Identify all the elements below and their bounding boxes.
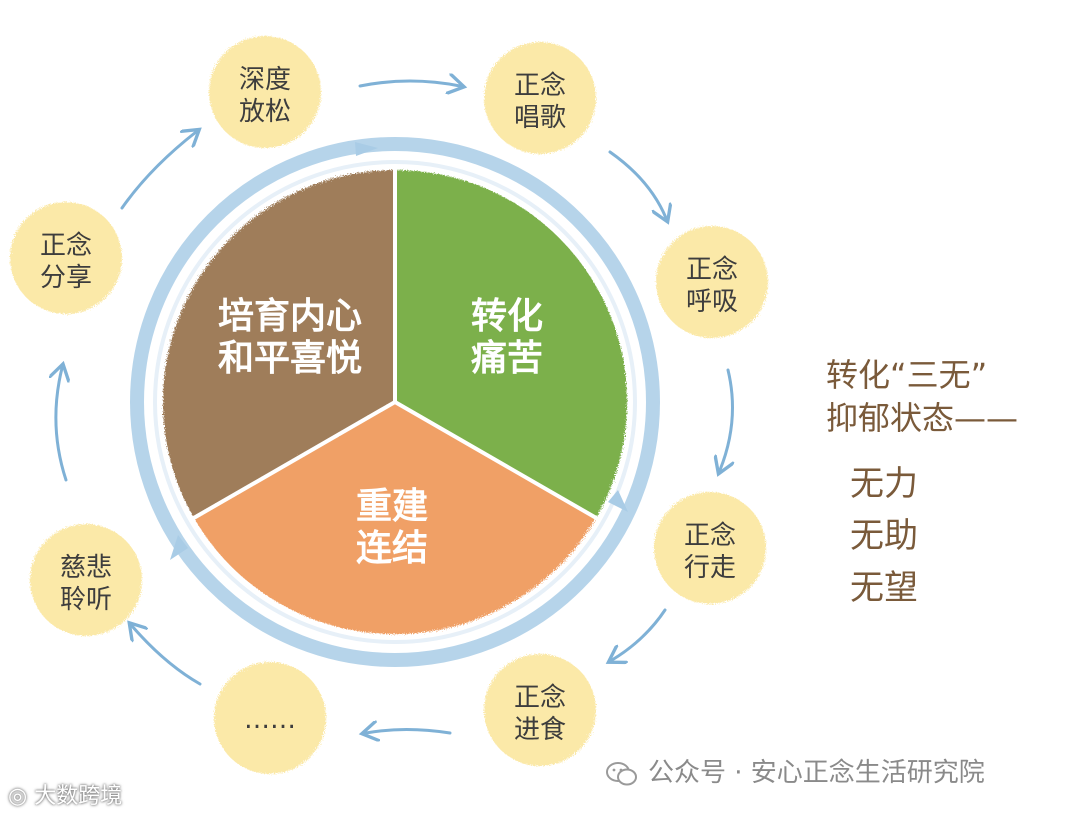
pie-chart: 培育内心 和平喜悦 转化 痛苦 重建 连结 bbox=[163, 168, 627, 634]
node-label-1: 正念 bbox=[686, 255, 738, 285]
arrow-relax-to-singing bbox=[360, 81, 460, 86]
arrow-breathing-to-walking bbox=[720, 370, 733, 470]
footer-credit: 公众号 · 安心正念生活研究院 bbox=[606, 752, 985, 789]
side-item-2: 无助 bbox=[850, 514, 918, 558]
arrow-walking-to-eating bbox=[612, 610, 665, 660]
footer-text: 公众号 · 安心正念生活研究院 bbox=[648, 758, 985, 788]
arrow-singing-to-breathing bbox=[610, 152, 666, 218]
arrow-eating-to-more bbox=[366, 730, 450, 734]
segment-green-label-1: 转化 bbox=[471, 296, 543, 337]
segment-brown-label-1: 培育内心 bbox=[218, 296, 362, 337]
node-label-1: 正念 bbox=[684, 521, 736, 551]
node-label-2: 呼吸 bbox=[686, 287, 738, 317]
arrow-listening-to-sharing bbox=[56, 368, 66, 480]
side-item-3: 无望 bbox=[850, 566, 918, 610]
side-subtitle: 抑郁状态—— bbox=[826, 398, 1018, 438]
node-label-2: 放松 bbox=[239, 97, 291, 127]
watermark: ◎ 大数跨境 bbox=[8, 778, 122, 810]
watermark-logo-icon: ◎ bbox=[8, 784, 27, 809]
node-label-2: 聆听 bbox=[60, 585, 112, 615]
node-label-1: …… bbox=[244, 705, 296, 735]
watermark-text: 大数跨境 bbox=[34, 784, 122, 809]
wechat-icon bbox=[606, 762, 638, 786]
side-item-1: 无力 bbox=[850, 462, 918, 506]
node-label-1: 深度 bbox=[239, 65, 291, 95]
node-label-2: 进食 bbox=[514, 715, 566, 745]
node-label-2: 行走 bbox=[684, 553, 736, 583]
node-more: …… bbox=[214, 662, 326, 774]
node-label-2: 唱歌 bbox=[514, 103, 566, 133]
segment-brown-label-2: 和平喜悦 bbox=[218, 338, 362, 379]
segment-green-label-2: 痛苦 bbox=[471, 338, 543, 379]
arrow-sharing-to-relax bbox=[122, 132, 196, 208]
arrow-more-to-listening bbox=[132, 626, 200, 684]
node-label-1: 慈悲 bbox=[60, 553, 112, 583]
node-label-2: 分享 bbox=[40, 263, 92, 293]
node-label-1: 正念 bbox=[40, 231, 92, 261]
node-label-1: 正念 bbox=[514, 683, 566, 713]
segment-orange-label-1: 重建 bbox=[356, 486, 428, 527]
side-title: 转化“三无” bbox=[826, 350, 987, 400]
segment-orange-label-2: 连结 bbox=[356, 528, 428, 569]
node-label-1: 正念 bbox=[514, 71, 566, 101]
